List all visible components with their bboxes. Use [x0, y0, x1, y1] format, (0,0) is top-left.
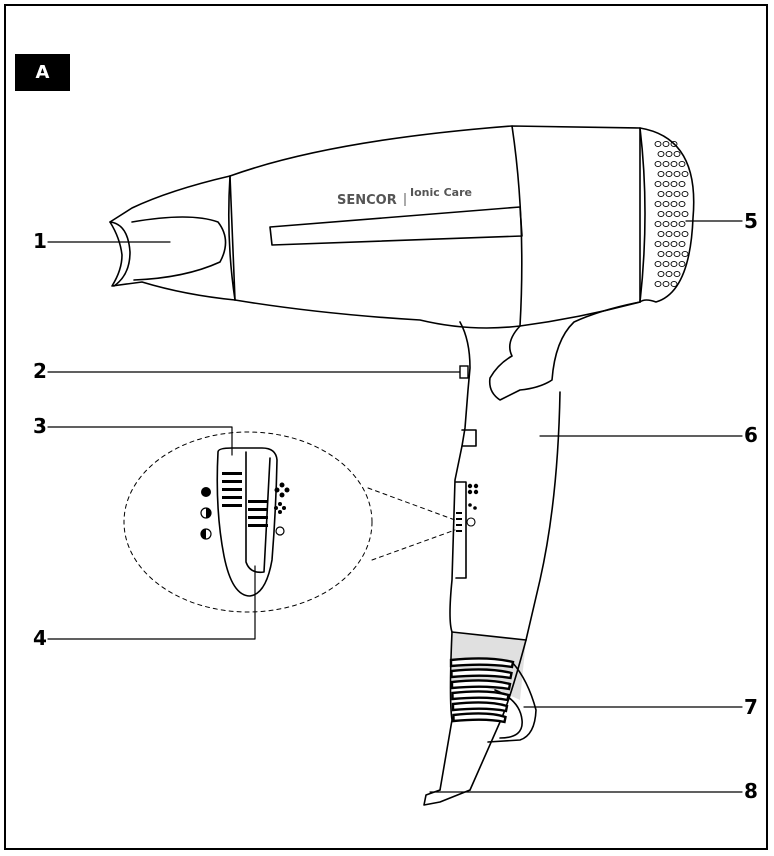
grille-hole [665, 230, 673, 238]
strain-relief-rib [450, 679, 512, 691]
grille-hole [654, 160, 662, 168]
callout-8: 8 [744, 779, 758, 803]
grille-hole [657, 250, 665, 258]
dryer-body [227, 125, 641, 329]
grille-hole [665, 250, 673, 258]
grille-hole [670, 260, 678, 268]
grille-hole [662, 220, 670, 228]
strain-relief-rib [449, 657, 515, 669]
grille-hole [654, 260, 662, 268]
grille-hole [657, 190, 665, 198]
brand-name: SENCOR [337, 193, 397, 208]
strain-relief-ribs [449, 657, 515, 724]
grille-hole [654, 180, 662, 188]
cool-shot-button [459, 365, 469, 379]
grille-hole [678, 220, 686, 228]
circle-off-icon [275, 526, 285, 536]
grille-hole [662, 160, 670, 168]
grille-hole [681, 190, 689, 198]
grille-hole [681, 230, 689, 238]
callout-6: 6 [744, 423, 758, 447]
grille-hole [662, 260, 670, 268]
grille-hole [657, 170, 665, 178]
grille-hole [665, 270, 673, 278]
callout-1: 1 [33, 229, 47, 253]
switch-detail [216, 447, 278, 597]
grille-hole [654, 140, 662, 148]
grille-hole [654, 220, 662, 228]
grille-hole [657, 270, 665, 278]
callout-2: 2 [33, 359, 47, 383]
grille-hole [673, 230, 681, 238]
grille-hole [662, 180, 670, 188]
grille-hole [678, 160, 686, 168]
grille-hole [673, 250, 681, 258]
drawing-fills [200, 140, 689, 724]
detail-leader [367, 487, 456, 561]
grille-hole [670, 180, 678, 188]
product-line: Ionic Care [410, 186, 472, 199]
callout-7: 7 [744, 695, 758, 719]
grille-hole [654, 200, 662, 208]
rear-air-grille [639, 127, 695, 303]
leader-lines [47, 220, 743, 793]
grille-hole [678, 240, 686, 248]
heat-full-icon [201, 487, 211, 497]
grille-hole [673, 270, 681, 278]
grille-hole [673, 210, 681, 218]
grille-hole [662, 240, 670, 248]
grille-hole [670, 280, 678, 288]
callout-4: 4 [33, 626, 47, 650]
grille-hole [670, 240, 678, 248]
grille-hole [665, 190, 673, 198]
grille-hole [665, 170, 673, 178]
handle-fan-symbols [456, 483, 479, 532]
panel-label: A [15, 54, 70, 91]
callout-3: 3 [33, 414, 47, 438]
heat-low-icon [200, 528, 212, 540]
grille-hole [673, 190, 681, 198]
grille-hole [670, 140, 678, 148]
grille-hole [673, 170, 681, 178]
grille-hole [657, 210, 665, 218]
switch-ribs [222, 472, 268, 527]
handle [449, 301, 641, 641]
grille-hole [654, 240, 662, 248]
grille-hole [662, 280, 670, 288]
grille-hole [681, 170, 689, 178]
callout-5: 5 [744, 209, 758, 233]
heat-half-icon [200, 507, 212, 519]
grille-hole [665, 150, 673, 158]
grille-hole [662, 200, 670, 208]
strain-relief-rib [450, 668, 513, 680]
grille-hole [678, 180, 686, 188]
figure-frame [4, 4, 768, 850]
switch-detail-circle [123, 431, 373, 613]
grille-hole [678, 260, 686, 268]
grille-hole [670, 160, 678, 168]
grille-hole [662, 140, 670, 148]
hanging-loop [487, 661, 537, 743]
grille-hole [673, 150, 681, 158]
grille-hole [657, 150, 665, 158]
grille-hole [670, 220, 678, 228]
strain-relief-rib [451, 701, 509, 713]
concentrator-nozzle [109, 175, 236, 301]
grille-hole [681, 210, 689, 218]
grille-hole [670, 200, 678, 208]
grille-hole [681, 250, 689, 258]
fan-high-icon [274, 482, 290, 498]
grille-hole [654, 280, 662, 288]
strain-relief-rib [451, 690, 510, 702]
strain-relief-rib [452, 712, 507, 724]
grille-hole [657, 230, 665, 238]
grille-hole [678, 200, 686, 208]
grille-holes [654, 140, 689, 288]
grille-hole [665, 210, 673, 218]
fan-low-icon [274, 502, 286, 514]
